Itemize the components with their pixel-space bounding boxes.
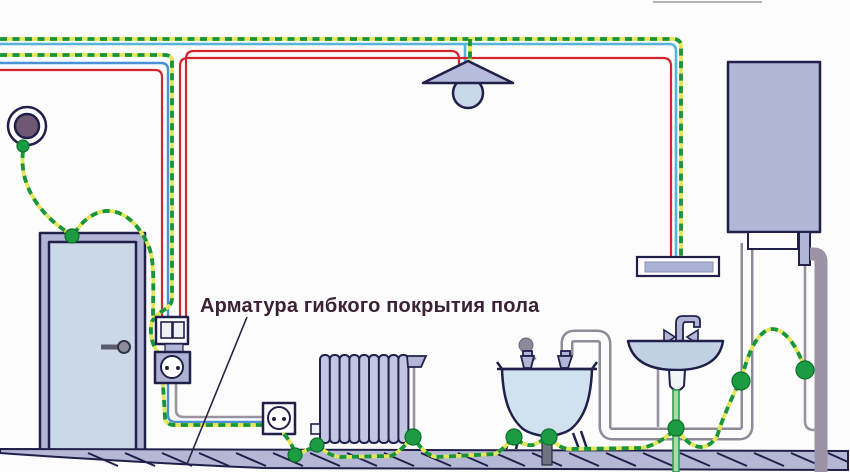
socket-link-wire: [174, 383, 263, 419]
wall-switch: [154, 315, 190, 353]
floor: [0, 447, 849, 472]
phase-wire-left: [0, 68, 164, 317]
label-leader-line: [186, 316, 248, 465]
doorbell-button: [13, 112, 41, 140]
radiator-left-valve: [310, 423, 321, 435]
floor-socket: [261, 401, 297, 436]
switch-key-left: [160, 321, 173, 339]
bonding-points: [16, 139, 815, 463]
boiler-panel: [747, 231, 799, 250]
bond-dot-door: [64, 228, 80, 244]
phase-wire-to-lamp: [184, 49, 461, 317]
bath-tap-left: [519, 355, 536, 369]
water-heater: [726, 60, 822, 266]
bond-dot-grounding-rod: [667, 419, 685, 437]
radiator-air-valve: [406, 355, 428, 368]
vent-slot: [644, 261, 714, 273]
door: [38, 231, 147, 453]
bond-dot-boiler-pipe: [795, 360, 815, 380]
sink-trap: [667, 369, 687, 392]
ventilation-grille: [635, 255, 721, 278]
sink: [626, 315, 725, 392]
shower-head: [518, 337, 534, 353]
phase-wire-to-vent: [178, 56, 673, 317]
floor-hatching: [87, 452, 849, 467]
sink-faucet: [675, 315, 701, 342]
ground-wire-ceiling: [0, 37, 683, 259]
bath-tap-right: [556, 355, 574, 369]
bond-dot-water-pipe: [731, 371, 751, 391]
boiler-outlet-pipe: [803, 266, 817, 432]
bond-dot-radiator-right: [404, 428, 422, 446]
water-pipes: [412, 243, 817, 441]
radiator: [310, 354, 428, 444]
floor-slab: [0, 447, 849, 472]
bond-dot-bath-drain: [540, 428, 558, 446]
bond-dot-socket: [287, 447, 303, 463]
neutral-wire-left-wall: [0, 61, 263, 424]
bathtub: [495, 337, 599, 450]
boiler-body: [726, 60, 822, 234]
bond-dot-radiator-left: [309, 437, 325, 453]
ceiling-lamp: [421, 59, 515, 110]
door-knob: [117, 340, 131, 354]
neutral-wire-ceiling: [0, 42, 678, 257]
electrical-wiring: [0, 37, 683, 427]
sewer-pipe: [807, 247, 828, 472]
bathtub-bowl: [500, 367, 594, 438]
switch-key-right: [172, 321, 185, 339]
socket-face: [267, 406, 291, 430]
diagram-label: Арматура гибкого покрытия пола: [200, 295, 540, 317]
doorbell: [6, 105, 48, 147]
socket-face: [160, 355, 184, 379]
wall-socket: [153, 350, 192, 385]
bond-dot-doorbell: [16, 139, 30, 153]
sink-bowl: [626, 339, 725, 372]
boiler-connector: [798, 231, 811, 266]
bond-dot-bath-foot: [505, 428, 523, 446]
lamp-shade: [421, 59, 515, 85]
